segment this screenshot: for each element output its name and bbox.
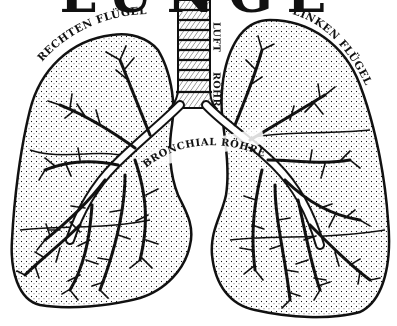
right-lung [12,34,192,307]
label-trachea-line1: LUFT [211,22,222,52]
